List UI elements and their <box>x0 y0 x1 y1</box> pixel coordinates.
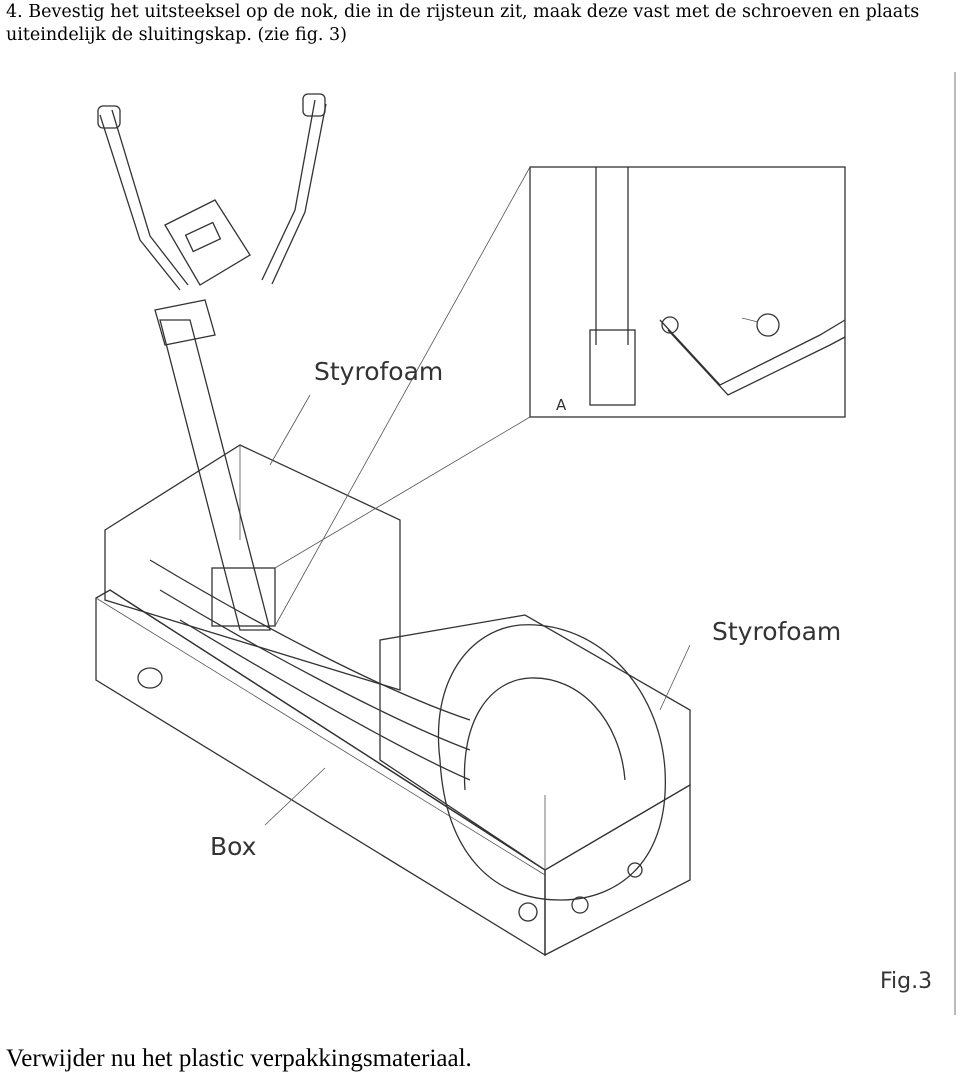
styrofoam-top-leader <box>269 394 311 466</box>
elliptical-trainer-drawing <box>97 93 666 922</box>
fig-number-label: Fig.3 <box>880 969 932 994</box>
assembly-illustration: Styrofoam Styrofoam Box A Fig.3 <box>95 72 956 1015</box>
styrofoam-top-label: Styrofoam <box>314 357 443 386</box>
detail-a-label: A <box>556 396 567 414</box>
instruction-text: 4. Bevestig het uitsteeksel op de nok, d… <box>6 2 920 45</box>
box-label: Box <box>210 832 256 861</box>
box-drawing <box>95 444 691 957</box>
styrofoam-right-label: Styrofoam <box>712 617 841 646</box>
detail-inset-a <box>274 166 846 627</box>
box-leader <box>264 767 326 826</box>
styrofoam-right-leader <box>659 644 691 711</box>
caption-text: Verwijder nu het plastic verpakkingsmate… <box>6 1045 472 1072</box>
